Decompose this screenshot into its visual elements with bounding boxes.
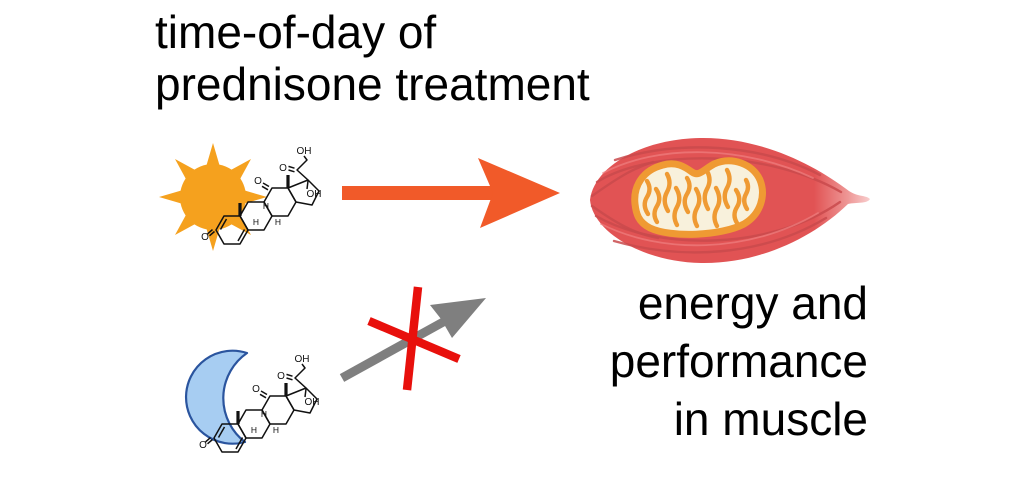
moon-icon	[184, 349, 249, 445]
title-line-1: time-of-day of	[155, 6, 437, 58]
mitochondrion-cristae	[642, 167, 751, 229]
sun-icon	[159, 143, 267, 251]
blocked-arrow-head	[430, 298, 486, 338]
page-title: time-of-day of prednisone treatment	[155, 6, 590, 110]
crossed-arrow-icon	[339, 286, 486, 391]
outcome-line-3: in muscle	[673, 393, 868, 445]
muscle-icon	[590, 137, 870, 264]
title-line-2: prednisone treatment	[155, 58, 590, 110]
muscle-striations	[590, 146, 843, 254]
outcome-label: energy and performance in muscle	[610, 274, 868, 448]
outcome-line-1: energy and	[637, 277, 868, 329]
outcome-line-2: performance	[609, 335, 868, 387]
arrow-right-icon	[342, 158, 560, 228]
blocked-arrow-shaft	[339, 317, 448, 382]
mitochondrion-icon	[631, 157, 766, 238]
red-x-icon	[367, 286, 461, 391]
